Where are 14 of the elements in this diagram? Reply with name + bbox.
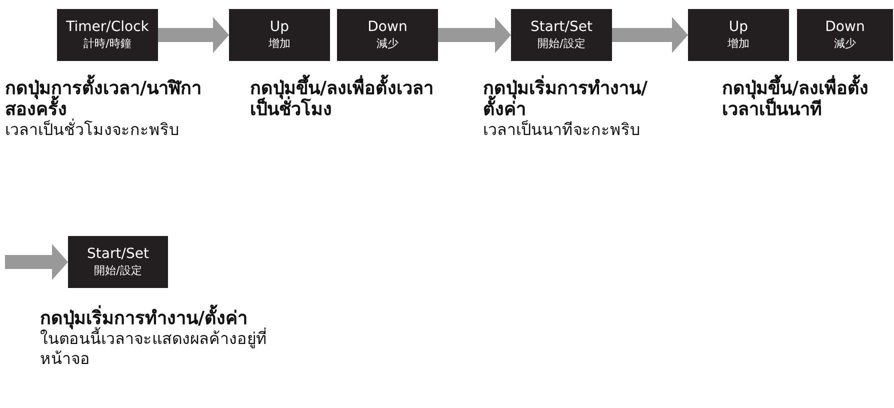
button-key: Start/Set 開始/設定 — [511, 9, 612, 61]
arrow — [158, 17, 229, 53]
step-description: เวลาเป็นชั่วโมงจะกะพริบ — [5, 120, 180, 140]
button-key: Down 減少 — [797, 9, 893, 61]
button-key: Down 減少 — [337, 9, 438, 61]
step-description: เวลาเป็นนาทีจะกะพริบ — [483, 120, 641, 140]
arrow — [5, 244, 68, 280]
button-key: Timer/Clock 計時/時鐘 — [57, 9, 158, 61]
arrow — [612, 17, 688, 53]
arrow — [438, 17, 511, 53]
step-description: ในตอนนี้เวลาจะแสดงผลค้างอยู่ที่หน้าจอ — [40, 329, 268, 369]
button-key: Up 增加 — [229, 9, 330, 61]
button-key: Start/Set 開始/設定 — [68, 236, 168, 288]
button-key: Up 增加 — [688, 9, 789, 61]
